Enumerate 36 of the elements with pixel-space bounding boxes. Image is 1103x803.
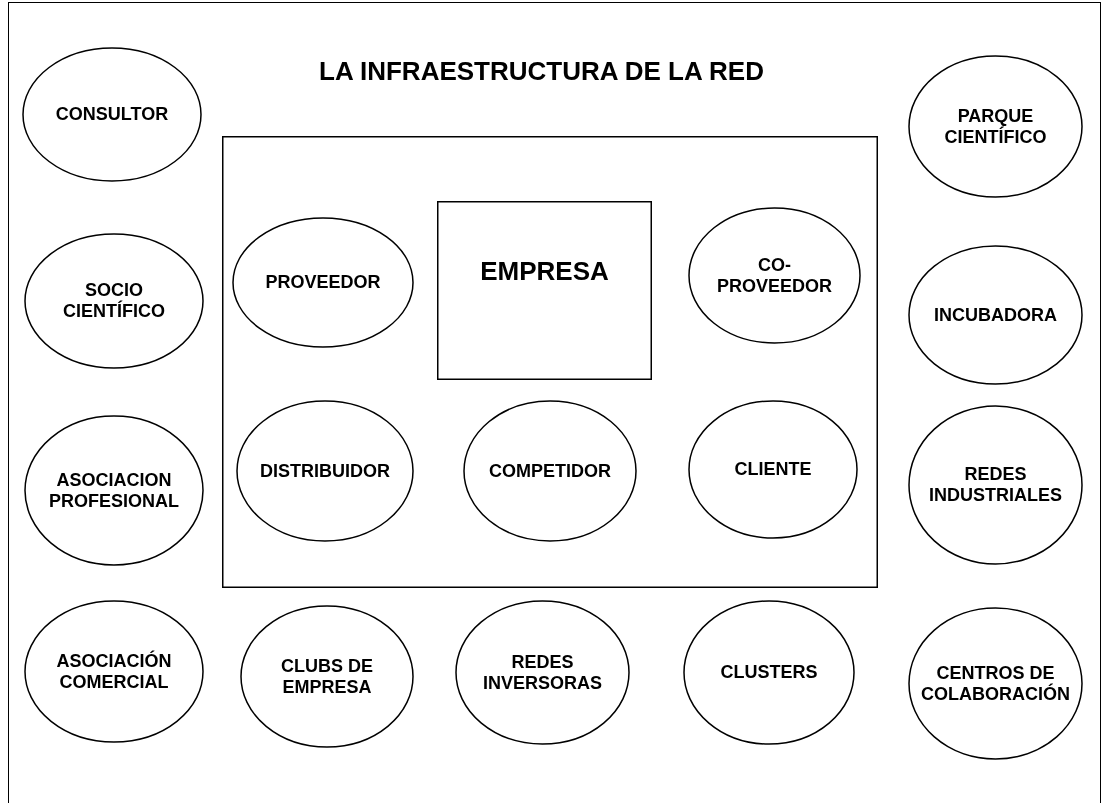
node-label: PARQUE CIENTÍFICO xyxy=(943,105,1048,148)
ellipse-node xyxy=(455,600,630,745)
ellipse-node xyxy=(24,233,204,369)
node-label: ASOCIACIÓN COMERCIAL xyxy=(55,650,173,693)
node-label: REDES INVERSORAS xyxy=(482,651,603,694)
ellipse-node xyxy=(908,405,1083,565)
rectangle-node xyxy=(437,201,652,380)
node-label: CLIENTE xyxy=(733,459,813,480)
node-label: CLUSTERS xyxy=(719,662,819,683)
ellipse-node xyxy=(24,415,204,566)
ellipse-node xyxy=(908,245,1083,385)
node-label: ASOCIACION PROFESIONAL xyxy=(48,469,180,512)
ellipse-node xyxy=(688,400,858,539)
ellipse-node xyxy=(240,605,414,748)
node-label: PROVEEDOR xyxy=(264,272,382,293)
node-label: CLUBS DE EMPRESA xyxy=(280,655,374,698)
ellipse-node xyxy=(22,47,202,182)
ellipse-node xyxy=(688,207,861,344)
node-label: EMPRESA xyxy=(479,257,610,287)
ellipse-node xyxy=(24,600,204,743)
ellipse-node xyxy=(908,55,1083,198)
diagram-title: LA INFRAESTRUCTURA DE LA RED xyxy=(318,56,765,87)
ellipse-node xyxy=(236,400,414,542)
rectangle-node xyxy=(222,136,878,588)
ellipse-node xyxy=(463,400,637,542)
node-label: CO-PROVEEDOR xyxy=(716,254,833,297)
node-label: COMPETIDOR xyxy=(488,460,612,482)
ellipse-node xyxy=(908,607,1083,760)
ellipse-node xyxy=(683,600,855,745)
node-label: DISTRIBUIDOR xyxy=(259,460,391,482)
node-label: CONSULTOR xyxy=(54,104,170,125)
node-label: CENTROS DE COLABORACIÓN xyxy=(920,662,1071,705)
ellipse-node xyxy=(232,217,414,348)
node-label: REDES INDUSTRIALES xyxy=(928,464,1063,506)
node-label: INCUBADORA xyxy=(933,304,1058,326)
node-label: SOCIO CIENTÍFICO xyxy=(62,280,166,322)
